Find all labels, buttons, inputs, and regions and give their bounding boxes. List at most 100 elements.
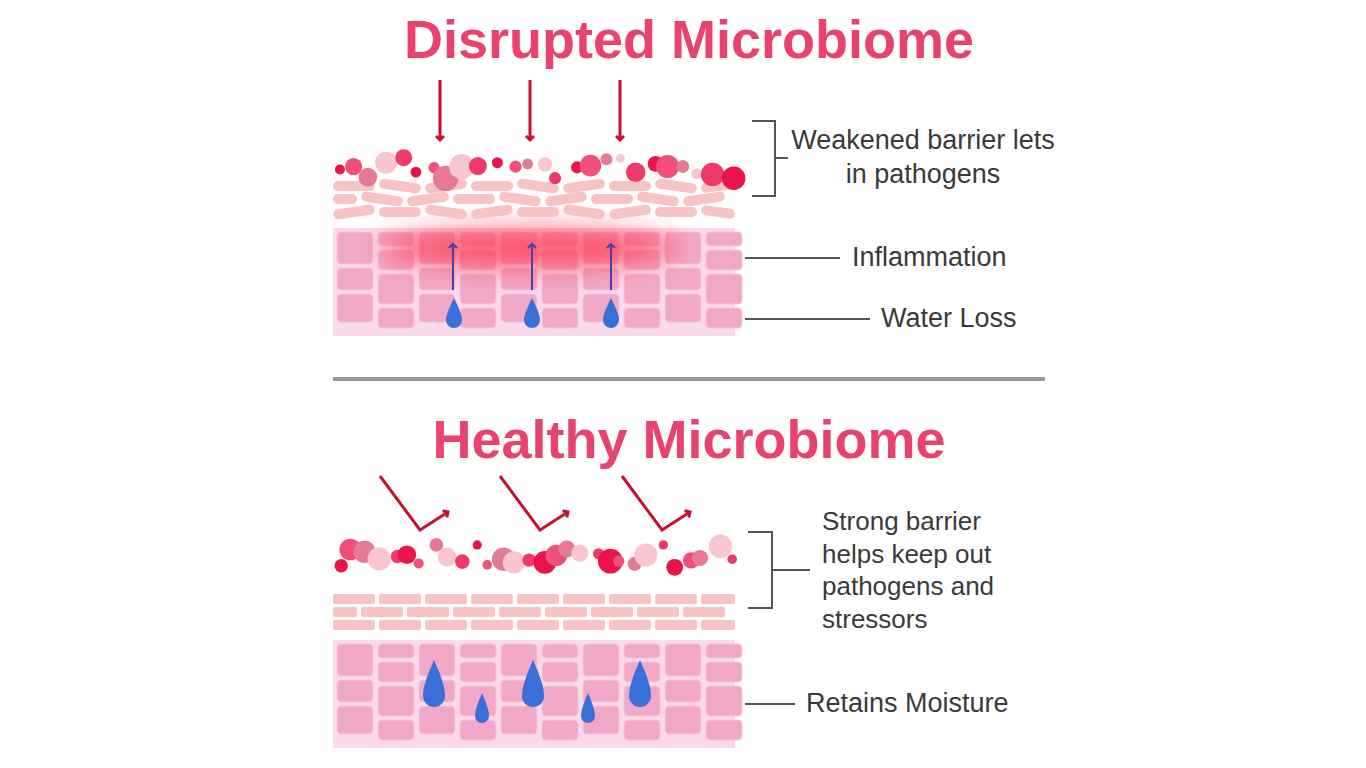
cell [378, 662, 414, 682]
barrier-brick [701, 620, 735, 630]
cell [460, 720, 496, 740]
barrier-brick [683, 191, 726, 207]
microbe [616, 154, 625, 163]
barrier-brick [361, 191, 404, 207]
barrier-brick [637, 607, 679, 617]
barrier-brick [333, 594, 375, 604]
barrier-brick [517, 620, 559, 630]
barrier-brick [333, 620, 375, 630]
microbe [375, 152, 397, 174]
cell [624, 644, 660, 658]
cell [665, 706, 701, 734]
barrier-brick [700, 205, 735, 220]
barrier-brick [379, 207, 421, 217]
barrier-bricks [333, 594, 735, 630]
microbes [335, 535, 738, 576]
microbe [345, 158, 362, 175]
microbe [522, 159, 533, 170]
barrier-brick [655, 207, 697, 217]
cell [706, 662, 742, 682]
barrier-bricks [333, 178, 736, 220]
barrier-brick [425, 594, 467, 604]
barrier-brick [361, 607, 403, 617]
barrier-brick [407, 191, 450, 207]
cell [624, 308, 660, 328]
microbe [626, 163, 646, 183]
cell [337, 294, 373, 322]
cell [706, 308, 742, 328]
cell [337, 680, 373, 702]
microbe [692, 169, 702, 179]
cell [665, 268, 701, 290]
callout-label: Water Loss [881, 302, 1101, 336]
barrier-brick [655, 620, 697, 630]
barrier-brick [655, 594, 697, 604]
cell [419, 268, 455, 290]
microbe [549, 172, 561, 184]
cell [378, 644, 414, 658]
microbe [482, 560, 492, 570]
cell [378, 274, 414, 304]
microbe [469, 157, 487, 175]
cell [337, 706, 373, 734]
barrier-brick [453, 194, 495, 204]
microbe [509, 161, 521, 173]
cell [542, 686, 578, 716]
cell [624, 274, 660, 304]
microbe [571, 545, 588, 562]
microbe [492, 157, 503, 168]
microbe [692, 550, 708, 566]
cell [706, 232, 742, 246]
cell [378, 308, 414, 328]
cell [665, 294, 701, 322]
bracket-and-leaders [745, 532, 810, 704]
cell [624, 720, 660, 740]
barrier-brick [609, 181, 651, 191]
barrier-brick [609, 204, 652, 220]
barrier-brick [379, 178, 422, 194]
microbe [411, 167, 422, 178]
cell [337, 232, 373, 264]
microbe [398, 545, 417, 564]
microbe [414, 558, 424, 568]
inflammation-glow [380, 228, 680, 268]
cell [542, 644, 578, 658]
barrier-brick [683, 607, 725, 617]
cell [583, 268, 619, 290]
cell [378, 720, 414, 740]
microbe [503, 551, 525, 573]
cell [419, 706, 455, 734]
cell [665, 644, 701, 676]
microbe [727, 554, 737, 564]
microbe [600, 153, 612, 165]
barrier-brick [701, 594, 735, 604]
barrier-brick [563, 594, 605, 604]
microbe [659, 540, 668, 549]
barrier-brick [563, 204, 606, 220]
cell [542, 308, 578, 328]
barrier-brick [655, 178, 698, 194]
cell [501, 706, 537, 734]
callout-label: Weakened barrier lets in pathogens [788, 124, 1058, 192]
microbe [580, 155, 602, 177]
barrier-brick [545, 607, 587, 617]
barrier-brick [333, 204, 376, 220]
water-drops [446, 298, 619, 328]
cell [337, 268, 373, 290]
microbe [613, 556, 624, 567]
barrier-brick [453, 607, 495, 617]
microbe [473, 540, 482, 549]
barrier-brick [471, 204, 514, 220]
barrier-brick [499, 607, 541, 617]
callout-label: Inflammation [852, 241, 1072, 275]
barrier-brick [563, 620, 605, 630]
deflected-arrows [380, 476, 690, 530]
cell [460, 308, 496, 328]
microbe [666, 559, 683, 576]
microbe [368, 547, 391, 570]
panel-heading: Healthy Microbiome [333, 406, 1045, 474]
barrier-brick [637, 191, 680, 207]
barrier-brick [333, 194, 357, 204]
